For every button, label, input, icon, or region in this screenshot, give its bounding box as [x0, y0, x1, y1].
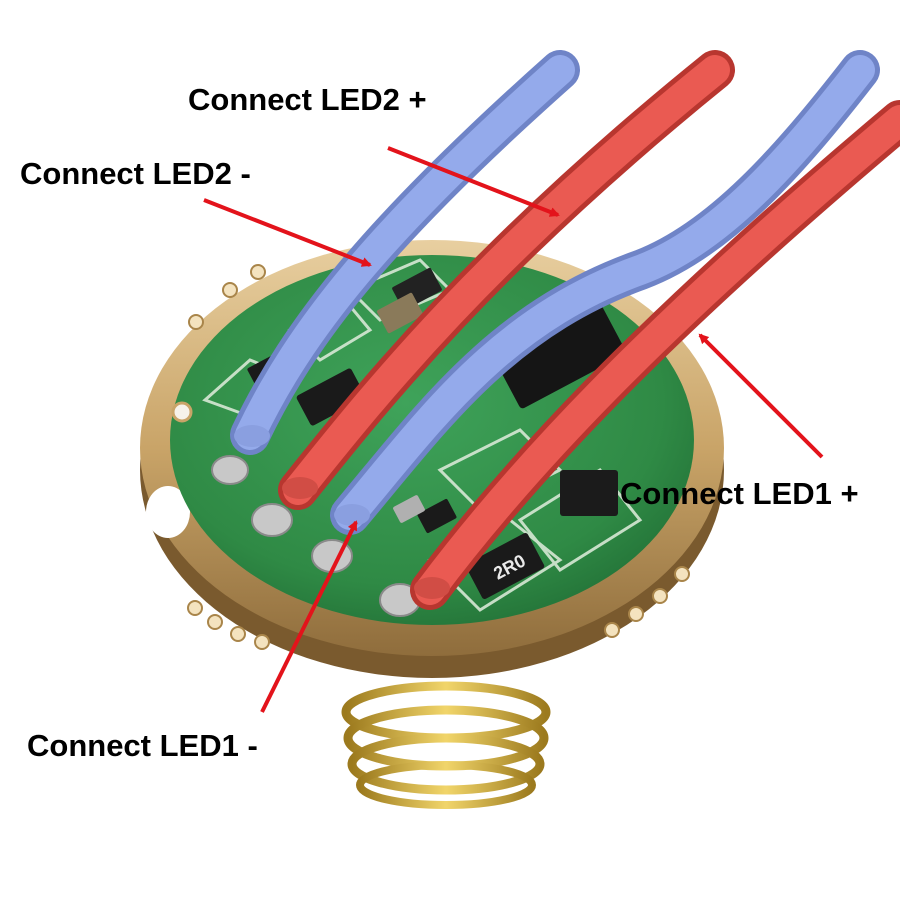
- label-connect-led1-plus: Connect LED1 +: [620, 476, 859, 511]
- label-connect-led1-minus: Connect LED1 -: [27, 728, 258, 763]
- smd-components: 2R0: [247, 267, 626, 600]
- solder-pads: [211, 455, 421, 617]
- arrow-led2-plus: [387, 146, 560, 217]
- arrow-led2-minus: [203, 198, 372, 267]
- arrow-led1-plus: [698, 333, 824, 459]
- label-connect-led2-plus: Connect LED2 +: [188, 82, 427, 117]
- annotation-arrows: [203, 146, 824, 713]
- label-connect-led2-minus: Connect LED2 -: [20, 156, 251, 191]
- battery-spring: [341, 681, 551, 809]
- wires: [230, 50, 900, 610]
- arrow-led1-minus: [260, 520, 358, 713]
